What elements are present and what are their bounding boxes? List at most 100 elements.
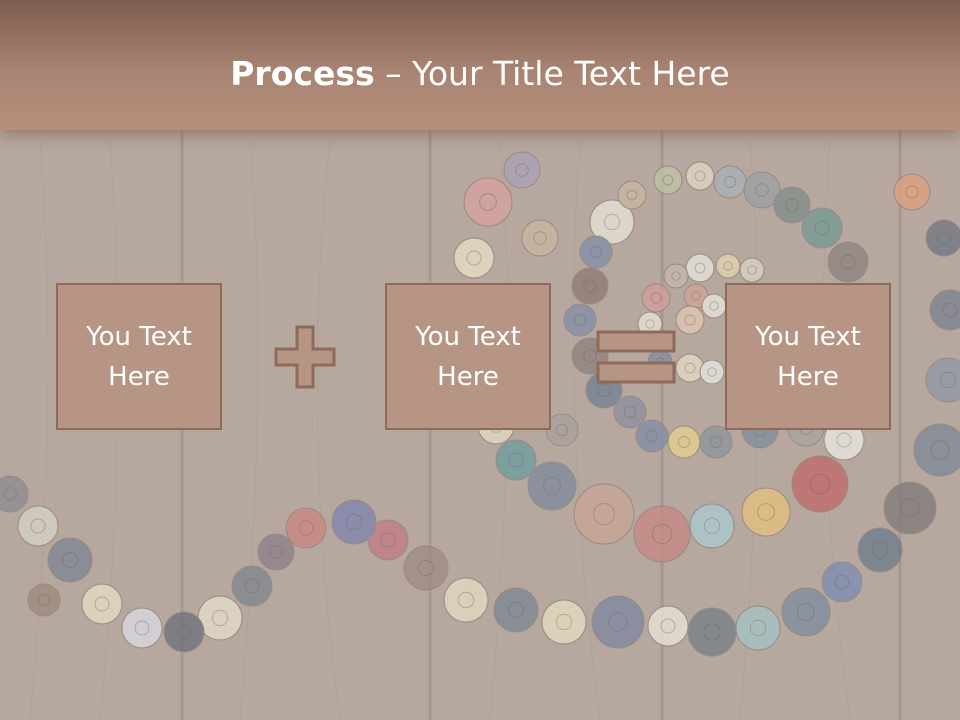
button-dot xyxy=(0,475,29,513)
button-dot xyxy=(913,423,960,477)
button-dot xyxy=(541,599,587,645)
button-dot-rim xyxy=(662,174,674,186)
button-dot-rim xyxy=(555,613,573,631)
button-dot xyxy=(579,235,613,269)
slide-title[interactable]: Process – Your Title Text Here xyxy=(0,54,960,94)
button-dot-rim xyxy=(650,292,662,304)
button-dot xyxy=(739,257,765,283)
button-dot-rim xyxy=(684,314,696,326)
button-dot xyxy=(613,395,647,429)
button-dot xyxy=(821,561,863,603)
button-dot xyxy=(163,611,205,653)
button-dot xyxy=(453,237,495,279)
button-dot-rim xyxy=(709,435,723,449)
button-dot xyxy=(685,253,715,283)
button-dot xyxy=(635,419,669,453)
button-dot-rim xyxy=(694,170,706,182)
button-dot-rim xyxy=(555,423,569,437)
button-dot-rim xyxy=(749,619,767,637)
button-dot xyxy=(81,583,123,625)
title-bar: Process – Your Title Text Here xyxy=(0,0,960,130)
button-dot xyxy=(699,359,725,385)
text-box-3[interactable]: You Text Here xyxy=(725,283,891,430)
button-dot xyxy=(925,219,960,257)
button-dot-rim xyxy=(533,231,547,245)
button-dot xyxy=(285,507,327,549)
button-dot-rim xyxy=(94,596,110,612)
button-dot-rim xyxy=(507,601,525,619)
button-dot-rim xyxy=(583,349,597,363)
button-dot-rim xyxy=(134,620,150,636)
button-dot xyxy=(231,565,273,607)
button-dot xyxy=(735,605,781,651)
button-dot-rim xyxy=(479,193,497,211)
button-dot xyxy=(699,425,733,459)
button-dot-rim xyxy=(583,279,597,293)
button-dot xyxy=(571,267,609,305)
button-dot xyxy=(443,577,489,623)
text-box-1[interactable]: You Text Here xyxy=(56,283,222,430)
button-dot xyxy=(503,151,541,189)
button-dot-rim xyxy=(345,513,363,531)
button-dot-rim xyxy=(707,367,717,377)
button-dot-rim xyxy=(626,189,638,201)
button-dot xyxy=(827,241,869,283)
plus-icon xyxy=(274,325,336,389)
button-dot-rim xyxy=(834,574,850,590)
button-dot-rim xyxy=(508,452,524,468)
button-dot xyxy=(47,537,93,583)
button-dot-rim xyxy=(723,261,733,271)
button-dot xyxy=(633,505,691,563)
button-dot xyxy=(493,587,539,633)
button-dot-rim xyxy=(840,254,856,270)
button-dot xyxy=(781,587,831,637)
button-dot-rim xyxy=(723,175,737,189)
button-dot xyxy=(713,165,747,199)
button-dot-rim xyxy=(677,435,691,449)
button-dot xyxy=(857,527,903,573)
button-dot-rim xyxy=(809,473,831,495)
button-dot-rim xyxy=(61,551,79,569)
button-dot-rim xyxy=(747,265,757,275)
button-dot xyxy=(617,180,647,210)
button-dot xyxy=(801,207,843,249)
button-dot xyxy=(589,199,635,245)
button-dot-rim xyxy=(269,545,283,559)
button-dot xyxy=(929,289,960,331)
button-dot xyxy=(403,545,449,591)
button-dot-rim xyxy=(593,503,615,525)
text-box-2-label: You Text Here xyxy=(415,321,521,392)
button-dot xyxy=(791,455,849,513)
button-dot xyxy=(653,165,683,195)
button-dot-rim xyxy=(684,362,696,374)
text-box-3-label: You Text Here xyxy=(755,321,861,392)
button-dot xyxy=(685,161,715,191)
button-dot-rim xyxy=(694,262,706,274)
button-dot xyxy=(641,283,671,313)
button-dot-rim xyxy=(645,319,655,329)
button-dot xyxy=(701,293,727,319)
button-dot xyxy=(17,505,59,547)
button-dot xyxy=(687,607,737,657)
button-dot xyxy=(893,173,931,211)
button-dot-rim xyxy=(703,623,721,641)
text-box-2[interactable]: You Text Here xyxy=(385,283,551,430)
button-dot-rim xyxy=(939,371,957,389)
button-dot-rim xyxy=(466,250,482,266)
button-dot-rim xyxy=(176,624,192,640)
button-dot-rim xyxy=(814,220,830,236)
button-dot xyxy=(647,605,689,647)
button-dot-rim xyxy=(651,523,673,545)
button-dot xyxy=(121,607,163,649)
button-dot xyxy=(563,303,597,337)
button-dot-rim xyxy=(797,603,815,621)
button-dot xyxy=(773,186,811,224)
button-dot xyxy=(743,171,781,209)
button-dot-rim xyxy=(660,618,676,634)
button-dot-rim xyxy=(211,609,229,627)
button-dot xyxy=(663,263,689,289)
button-dot-rim xyxy=(589,245,603,259)
title-separator: – xyxy=(374,54,413,93)
title-text: Your Title Text Here xyxy=(412,54,730,93)
